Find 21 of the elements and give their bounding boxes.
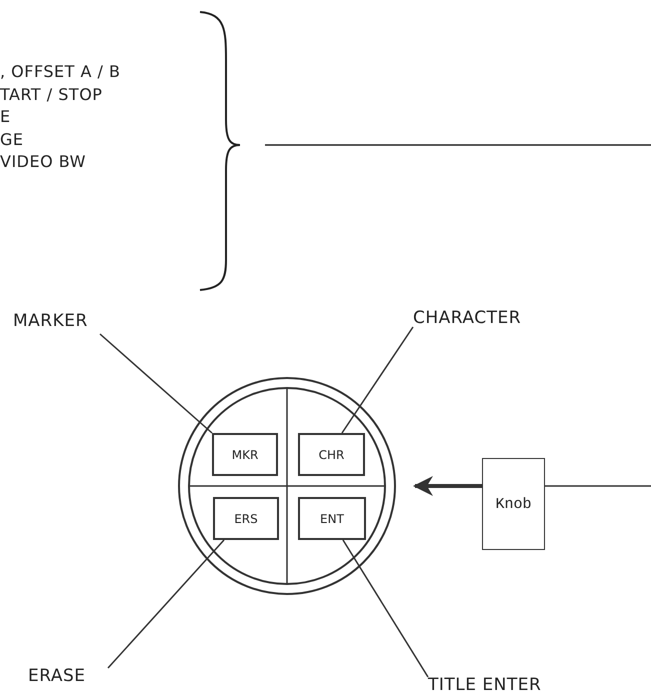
leader-line bbox=[545, 485, 651, 487]
mkr-key: MKR bbox=[212, 433, 278, 476]
callout-label: ERASE bbox=[28, 665, 108, 689]
ers-key: ERS bbox=[213, 497, 279, 540]
callout-label: TITLE ENTER bbox=[428, 674, 593, 698]
knob-box: Knob bbox=[482, 458, 545, 550]
ent-key: ENT bbox=[298, 497, 366, 540]
dial bbox=[177, 376, 397, 596]
arrow bbox=[413, 476, 482, 496]
list-item: E bbox=[0, 107, 11, 127]
leader-line bbox=[107, 540, 225, 668]
leader-line bbox=[341, 326, 414, 434]
list-item: TART / STOP bbox=[0, 85, 102, 105]
list-item: VIDEO BW bbox=[0, 152, 86, 172]
leader-line bbox=[100, 333, 212, 434]
list-item: GE bbox=[0, 130, 24, 150]
list-item: , OFFSET A / B bbox=[0, 62, 120, 82]
callout-label: CHARACTER bbox=[413, 307, 567, 331]
leader-line bbox=[342, 540, 429, 678]
callout-label: MARKER bbox=[13, 310, 125, 334]
chr-key: CHR bbox=[298, 433, 365, 476]
